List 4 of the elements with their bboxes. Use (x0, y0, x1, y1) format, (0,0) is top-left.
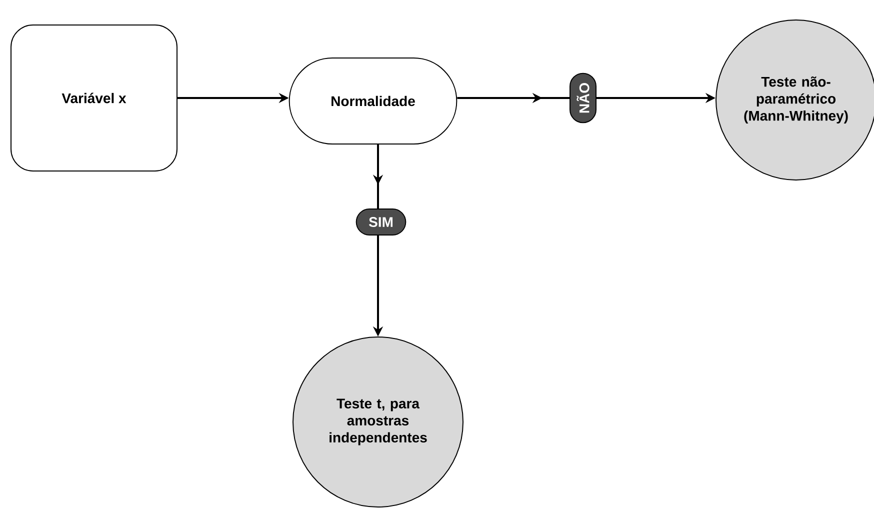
edge-label: SIM (356, 208, 406, 236)
edge-label: NÃO (570, 72, 596, 124)
start-box: Variável x (10, 24, 178, 172)
process-box: Normalidade (288, 58, 458, 144)
